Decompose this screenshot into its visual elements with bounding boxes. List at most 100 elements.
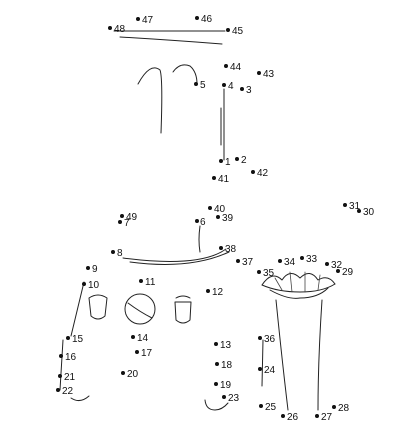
dot-marker[interactable] (216, 215, 220, 219)
dot-5[interactable]: 5 (194, 80, 206, 91)
dot-45[interactable]: 45 (226, 26, 244, 37)
dot-marker[interactable] (56, 388, 60, 392)
dot-marker[interactable] (226, 28, 230, 32)
dot-26[interactable]: 26 (281, 412, 299, 423)
dot-16[interactable]: 16 (59, 352, 77, 363)
dot-marker[interactable] (195, 16, 199, 20)
dot-marker[interactable] (222, 83, 226, 87)
dot-marker[interactable] (59, 354, 63, 358)
dot-19[interactable]: 19 (214, 380, 232, 391)
dot-marker[interactable] (336, 269, 340, 273)
dot-2[interactable]: 2 (235, 155, 247, 166)
dot-marker[interactable] (208, 206, 212, 210)
dot-marker[interactable] (86, 266, 90, 270)
dot-20[interactable]: 20 (121, 369, 139, 380)
dot-marker[interactable] (214, 342, 218, 346)
dot-25[interactable]: 25 (259, 402, 277, 413)
dot-marker[interactable] (332, 405, 336, 409)
dot-marker[interactable] (240, 87, 244, 91)
dot-marker[interactable] (131, 335, 135, 339)
dot-marker[interactable] (258, 367, 262, 371)
dot-41[interactable]: 41 (212, 174, 230, 185)
dot-42[interactable]: 42 (251, 168, 269, 179)
dot-marker[interactable] (257, 270, 261, 274)
dot-4[interactable]: 4 (222, 81, 234, 92)
dot-49[interactable]: 49 (120, 212, 138, 223)
dot-marker[interactable] (139, 279, 143, 283)
dot-34[interactable]: 34 (278, 257, 296, 268)
dot-28[interactable]: 28 (332, 403, 350, 414)
dot-marker[interactable] (66, 336, 70, 340)
dot-marker[interactable] (219, 159, 223, 163)
dot-31[interactable]: 31 (343, 201, 361, 212)
dot-marker[interactable] (222, 395, 226, 399)
dot-47[interactable]: 47 (136, 15, 154, 26)
dot-48[interactable]: 48 (108, 24, 126, 35)
dot-10[interactable]: 10 (82, 280, 100, 291)
dot-marker[interactable] (357, 209, 361, 213)
dot-38[interactable]: 38 (219, 244, 237, 255)
dot-marker[interactable] (108, 26, 112, 30)
dot-18[interactable]: 18 (215, 360, 233, 371)
dot-marker[interactable] (259, 404, 263, 408)
dot-marker[interactable] (315, 414, 319, 418)
dot-marker[interactable] (206, 289, 210, 293)
dot-marker[interactable] (343, 203, 347, 207)
dot-40[interactable]: 40 (208, 204, 226, 215)
dot-13[interactable]: 13 (214, 340, 232, 351)
dot-36[interactable]: 36 (258, 334, 276, 345)
dot-8[interactable]: 8 (111, 248, 123, 259)
dot-number-label: 26 (287, 412, 299, 423)
dot-number-label: 31 (349, 201, 361, 212)
dot-9[interactable]: 9 (86, 264, 98, 275)
dot-29[interactable]: 29 (336, 267, 354, 278)
dot-17[interactable]: 17 (135, 348, 153, 359)
dot-marker[interactable] (224, 64, 228, 68)
dot-3[interactable]: 3 (240, 85, 252, 96)
dot-marker[interactable] (195, 219, 199, 223)
dot-44[interactable]: 44 (224, 62, 242, 73)
dot-33[interactable]: 33 (300, 254, 318, 265)
dot-15[interactable]: 15 (66, 334, 84, 345)
dot-marker[interactable] (215, 362, 219, 366)
dot-marker[interactable] (281, 414, 285, 418)
dot-marker[interactable] (258, 336, 262, 340)
dot-21[interactable]: 21 (58, 372, 76, 383)
dot-46[interactable]: 46 (195, 14, 213, 25)
dot-7[interactable]: 7 (118, 218, 130, 229)
dot-marker[interactable] (235, 157, 239, 161)
dot-12[interactable]: 12 (206, 287, 224, 298)
dot-marker[interactable] (214, 382, 218, 386)
dot-marker[interactable] (111, 250, 115, 254)
dot-marker[interactable] (212, 176, 216, 180)
dot-marker[interactable] (118, 220, 122, 224)
dot-24[interactable]: 24 (258, 365, 276, 376)
dot-22[interactable]: 22 (56, 386, 74, 397)
dot-1[interactable]: 1 (219, 157, 231, 168)
dot-marker[interactable] (236, 259, 240, 263)
dot-marker[interactable] (121, 371, 125, 375)
dot-marker[interactable] (58, 374, 62, 378)
dot-23[interactable]: 23 (222, 393, 240, 404)
dot-marker[interactable] (82, 282, 86, 286)
dot-marker[interactable] (300, 256, 304, 260)
dot-39[interactable]: 39 (216, 213, 234, 224)
dot-marker[interactable] (278, 259, 282, 263)
dot-marker[interactable] (135, 350, 139, 354)
dot-marker[interactable] (136, 17, 140, 21)
dot-marker[interactable] (194, 82, 198, 86)
dot-30[interactable]: 30 (357, 207, 375, 218)
dot-marker[interactable] (219, 246, 223, 250)
dot-27[interactable]: 27 (315, 412, 333, 423)
dot-6[interactable]: 6 (195, 217, 206, 228)
dot-14[interactable]: 14 (131, 333, 149, 344)
dot-43[interactable]: 43 (257, 69, 275, 80)
dot-35[interactable]: 35 (257, 268, 275, 279)
dot-marker[interactable] (325, 262, 329, 266)
dot-37[interactable]: 37 (236, 257, 254, 268)
dot-marker[interactable] (257, 71, 261, 75)
dot-32[interactable]: 32 (325, 260, 343, 271)
dot-11[interactable]: 11 (139, 277, 156, 288)
dot-marker[interactable] (120, 214, 124, 218)
dot-marker[interactable] (251, 170, 255, 174)
